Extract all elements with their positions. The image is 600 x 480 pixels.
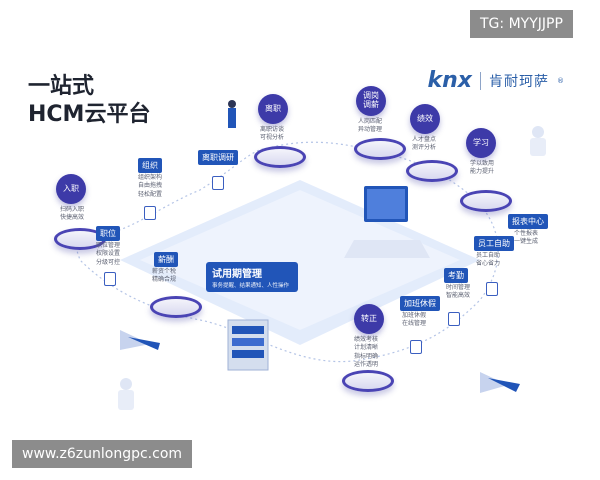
tag-jiaban: 加班休假	[400, 296, 440, 311]
tag-zuzhi: 组织	[138, 158, 162, 173]
node-ruzhi: 入职	[56, 174, 86, 204]
desc-jiaban: 加班休假在线管理	[402, 312, 427, 328]
logo-mark: knx	[427, 68, 472, 93]
phone-icon	[486, 282, 498, 296]
disc-xuexi	[460, 190, 512, 212]
tag-kaoqin: 考勤	[444, 268, 468, 283]
tag-zhiwei: 职位	[96, 226, 120, 241]
logo-registered: ®	[557, 76, 564, 85]
disc-xinchou	[150, 296, 202, 318]
desc-lizhi: 离职访谈可视分析	[260, 126, 285, 142]
logo-divider	[480, 71, 481, 90]
tag-baobiao: 报表中心	[508, 214, 548, 229]
disc-zhuanzheng	[342, 370, 394, 392]
desc-baobiao: 个性报表一键生成	[514, 230, 539, 246]
node-zhuanzheng: 转正	[354, 304, 384, 334]
tag-yuangong: 员工自助	[474, 236, 514, 251]
calendar-icon	[410, 340, 422, 354]
node-diaogang: 调岗调薪	[356, 86, 386, 116]
disc-diaogang	[354, 138, 406, 160]
tag-xinchou: 薪酬	[154, 252, 178, 267]
desc-xinchou: 薪资个税精确合规	[152, 268, 177, 284]
trial-period-title: 试用期管理	[212, 269, 262, 280]
trial-period-desc: 事务提醒、结果通知、人性操作	[212, 283, 290, 289]
desc-yuangong: 员工自助省心省力	[476, 252, 501, 268]
clock-icon	[448, 312, 460, 326]
desc-kaoqin: 时间管理智能高效	[446, 284, 471, 300]
title-line1: 一站式	[28, 74, 95, 99]
desc-zhiwei: 职位管理权限设置分级可控	[96, 242, 121, 266]
desc-zuzhi: 组织架构自由拖拽轻松配置	[138, 174, 163, 198]
desc-xuexi: 学以致用能力提升	[470, 160, 495, 176]
brand-logo: knx 肯耐珂萨 ®	[428, 68, 564, 93]
watermark-top: TG: MYYJJPP	[470, 10, 573, 38]
clipboard-icon	[212, 176, 224, 190]
desc-ruzhi: 扫码入职快捷高效	[60, 206, 85, 222]
tag-lizhi-survey: 离职调研	[198, 150, 238, 165]
watermark-bottom: www.z6zunlongpc.com	[12, 440, 193, 468]
disc-jixiao	[406, 160, 458, 182]
logo-brand: 肯耐珂萨	[489, 73, 549, 90]
desc-jixiao: 人才盘点测评分析	[412, 136, 437, 152]
file-icon	[104, 272, 116, 286]
desc-zhuanzheng: 绩效考核计划清晰 指标明确运作透明	[354, 336, 379, 369]
node-xuexi: 学习	[466, 128, 496, 158]
node-lizhi: 离职	[258, 94, 288, 124]
title-line2: HCM云平台	[28, 102, 151, 127]
desc-diaogang: 人岗匹配异动管理	[358, 118, 383, 134]
node-jixiao: 绩效	[410, 104, 440, 134]
org-icon	[144, 206, 156, 220]
trial-period-card: 试用期管理 事务提醒、结果通知、人性操作	[206, 262, 298, 292]
disc-lizhi	[254, 146, 306, 168]
